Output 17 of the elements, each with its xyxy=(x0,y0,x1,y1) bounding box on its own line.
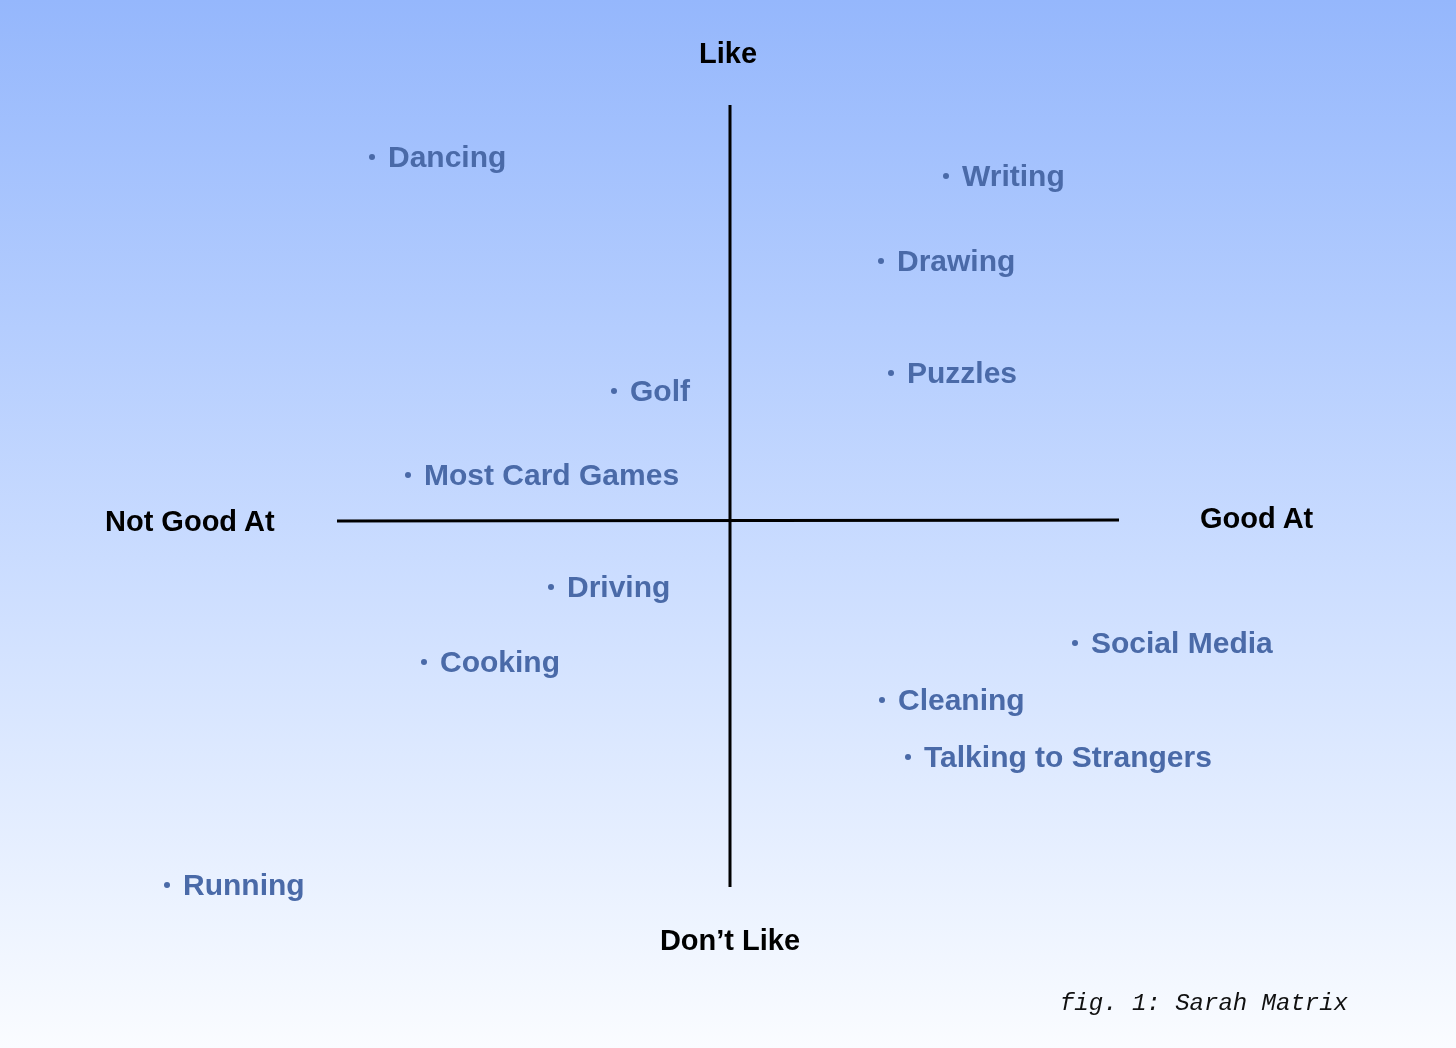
item-label: Writing xyxy=(962,161,1065,191)
item-label: Golf xyxy=(630,376,690,406)
axis-label: Not Good At xyxy=(105,506,275,536)
item-label: Cooking xyxy=(440,647,560,677)
item-label: Puzzles xyxy=(907,358,1018,388)
item-label: Dancing xyxy=(388,142,507,172)
axis-label: Like xyxy=(699,38,757,68)
item-label: Running xyxy=(183,870,305,900)
item-label: Drawing xyxy=(897,246,1016,276)
caption: fig. 1: Sarah Matrix xyxy=(1059,992,1348,1016)
axis-label: Good At xyxy=(1200,503,1314,533)
item-label: Driving xyxy=(567,572,671,602)
item-label: Social Media xyxy=(1091,628,1273,658)
item-label: Most Card Games xyxy=(424,460,680,490)
item-label: Cleaning xyxy=(898,685,1025,715)
axis-label: Don’t Like xyxy=(659,925,801,955)
item-label: Talking to Strangers xyxy=(924,742,1212,772)
